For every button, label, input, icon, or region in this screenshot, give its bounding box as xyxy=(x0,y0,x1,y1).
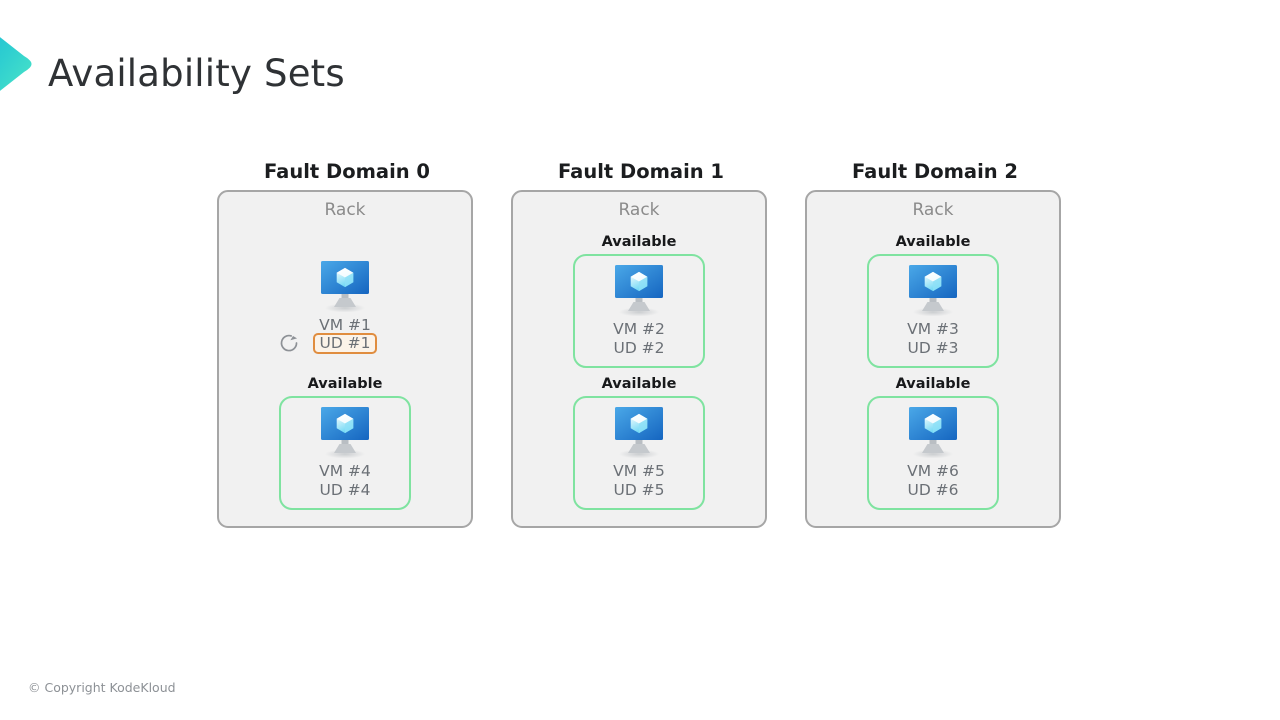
available-frame-vm3 xyxy=(867,254,999,368)
rack-label-2: Rack xyxy=(912,200,954,220)
vm-label-vm2: VM #2 xyxy=(613,320,665,338)
vm-node-vm2[interactable]: Available VM #2 UD xyxy=(573,233,705,368)
vm-label-vm3: VM #3 xyxy=(907,320,959,338)
rack-panel-0: Rack xyxy=(217,190,473,528)
kodekloud-chevron-logo-icon xyxy=(0,8,56,118)
ud-label-vm5: UD #5 xyxy=(613,481,665,499)
rack-panel-2: Rack Available xyxy=(805,190,1061,528)
fault-domain-title-0: Fault Domain 0 xyxy=(264,160,430,183)
azure-virtual-machine-icon xyxy=(611,264,667,317)
fault-domain-column-0: Fault Domain 0 Rack xyxy=(217,160,477,528)
status-badge-vm2: Available xyxy=(594,233,684,251)
azure-virtual-machine-icon xyxy=(905,406,961,459)
vm-node-vm4[interactable]: Available VM #4 UD xyxy=(279,375,411,510)
rack-label-0: Rack xyxy=(324,200,366,220)
fault-domain-column-2: Fault Domain 2 Rack Available xyxy=(805,160,1065,528)
page-title: Availability Sets xyxy=(48,52,345,95)
vm-label-vm5: VM #5 xyxy=(613,462,665,480)
vm-node-vm6[interactable]: Available VM #6 UD xyxy=(867,375,999,510)
available-frame-vm5 xyxy=(573,396,705,510)
vm-label-vm6: VM #6 xyxy=(907,462,959,480)
rack-label-1: Rack xyxy=(618,200,660,220)
azure-virtual-machine-icon xyxy=(905,264,961,317)
fault-domain-title-1: Fault Domain 1 xyxy=(558,160,724,183)
fault-domain-title-2: Fault Domain 2 xyxy=(852,160,1018,183)
available-frame-vm2 xyxy=(573,254,705,368)
refresh-circular-arrow-icon[interactable] xyxy=(278,332,300,354)
azure-virtual-machine-icon xyxy=(317,406,373,459)
ud-label-vm4: UD #4 xyxy=(319,481,371,499)
ud-label-vm3: UD #3 xyxy=(907,339,959,357)
ud-label-vm2: UD #2 xyxy=(613,339,665,357)
ud-highlight-chip-vm1[interactable]: UD #1 xyxy=(313,333,377,354)
rack-panel-1: Rack Available xyxy=(511,190,767,528)
copyright-notice: © Copyright KodeKloud xyxy=(28,680,176,695)
status-badge-vm5: Available xyxy=(594,375,684,393)
page-header: Availability Sets xyxy=(0,0,1280,130)
vm-node-vm1[interactable]: VM #1 UD #1 xyxy=(279,244,411,368)
status-badge-vm3: Available xyxy=(888,233,978,251)
vm-label-vm1: VM #1 xyxy=(319,316,371,334)
ud-label-vm6: UD #6 xyxy=(907,481,959,499)
vm-label-vm4: VM #4 xyxy=(319,462,371,480)
available-frame-vm6 xyxy=(867,396,999,510)
azure-virtual-machine-icon xyxy=(317,260,373,313)
vm-node-vm5[interactable]: Available VM #5 UD xyxy=(573,375,705,510)
vm-node-vm3[interactable]: Available VM #3 UD xyxy=(867,233,999,368)
azure-virtual-machine-icon xyxy=(611,406,667,459)
status-badge-vm6: Available xyxy=(888,375,978,393)
status-badge-vm4: Available xyxy=(300,375,390,393)
fault-domain-column-1: Fault Domain 1 Rack Available xyxy=(511,160,771,528)
available-frame-vm4 xyxy=(279,396,411,510)
